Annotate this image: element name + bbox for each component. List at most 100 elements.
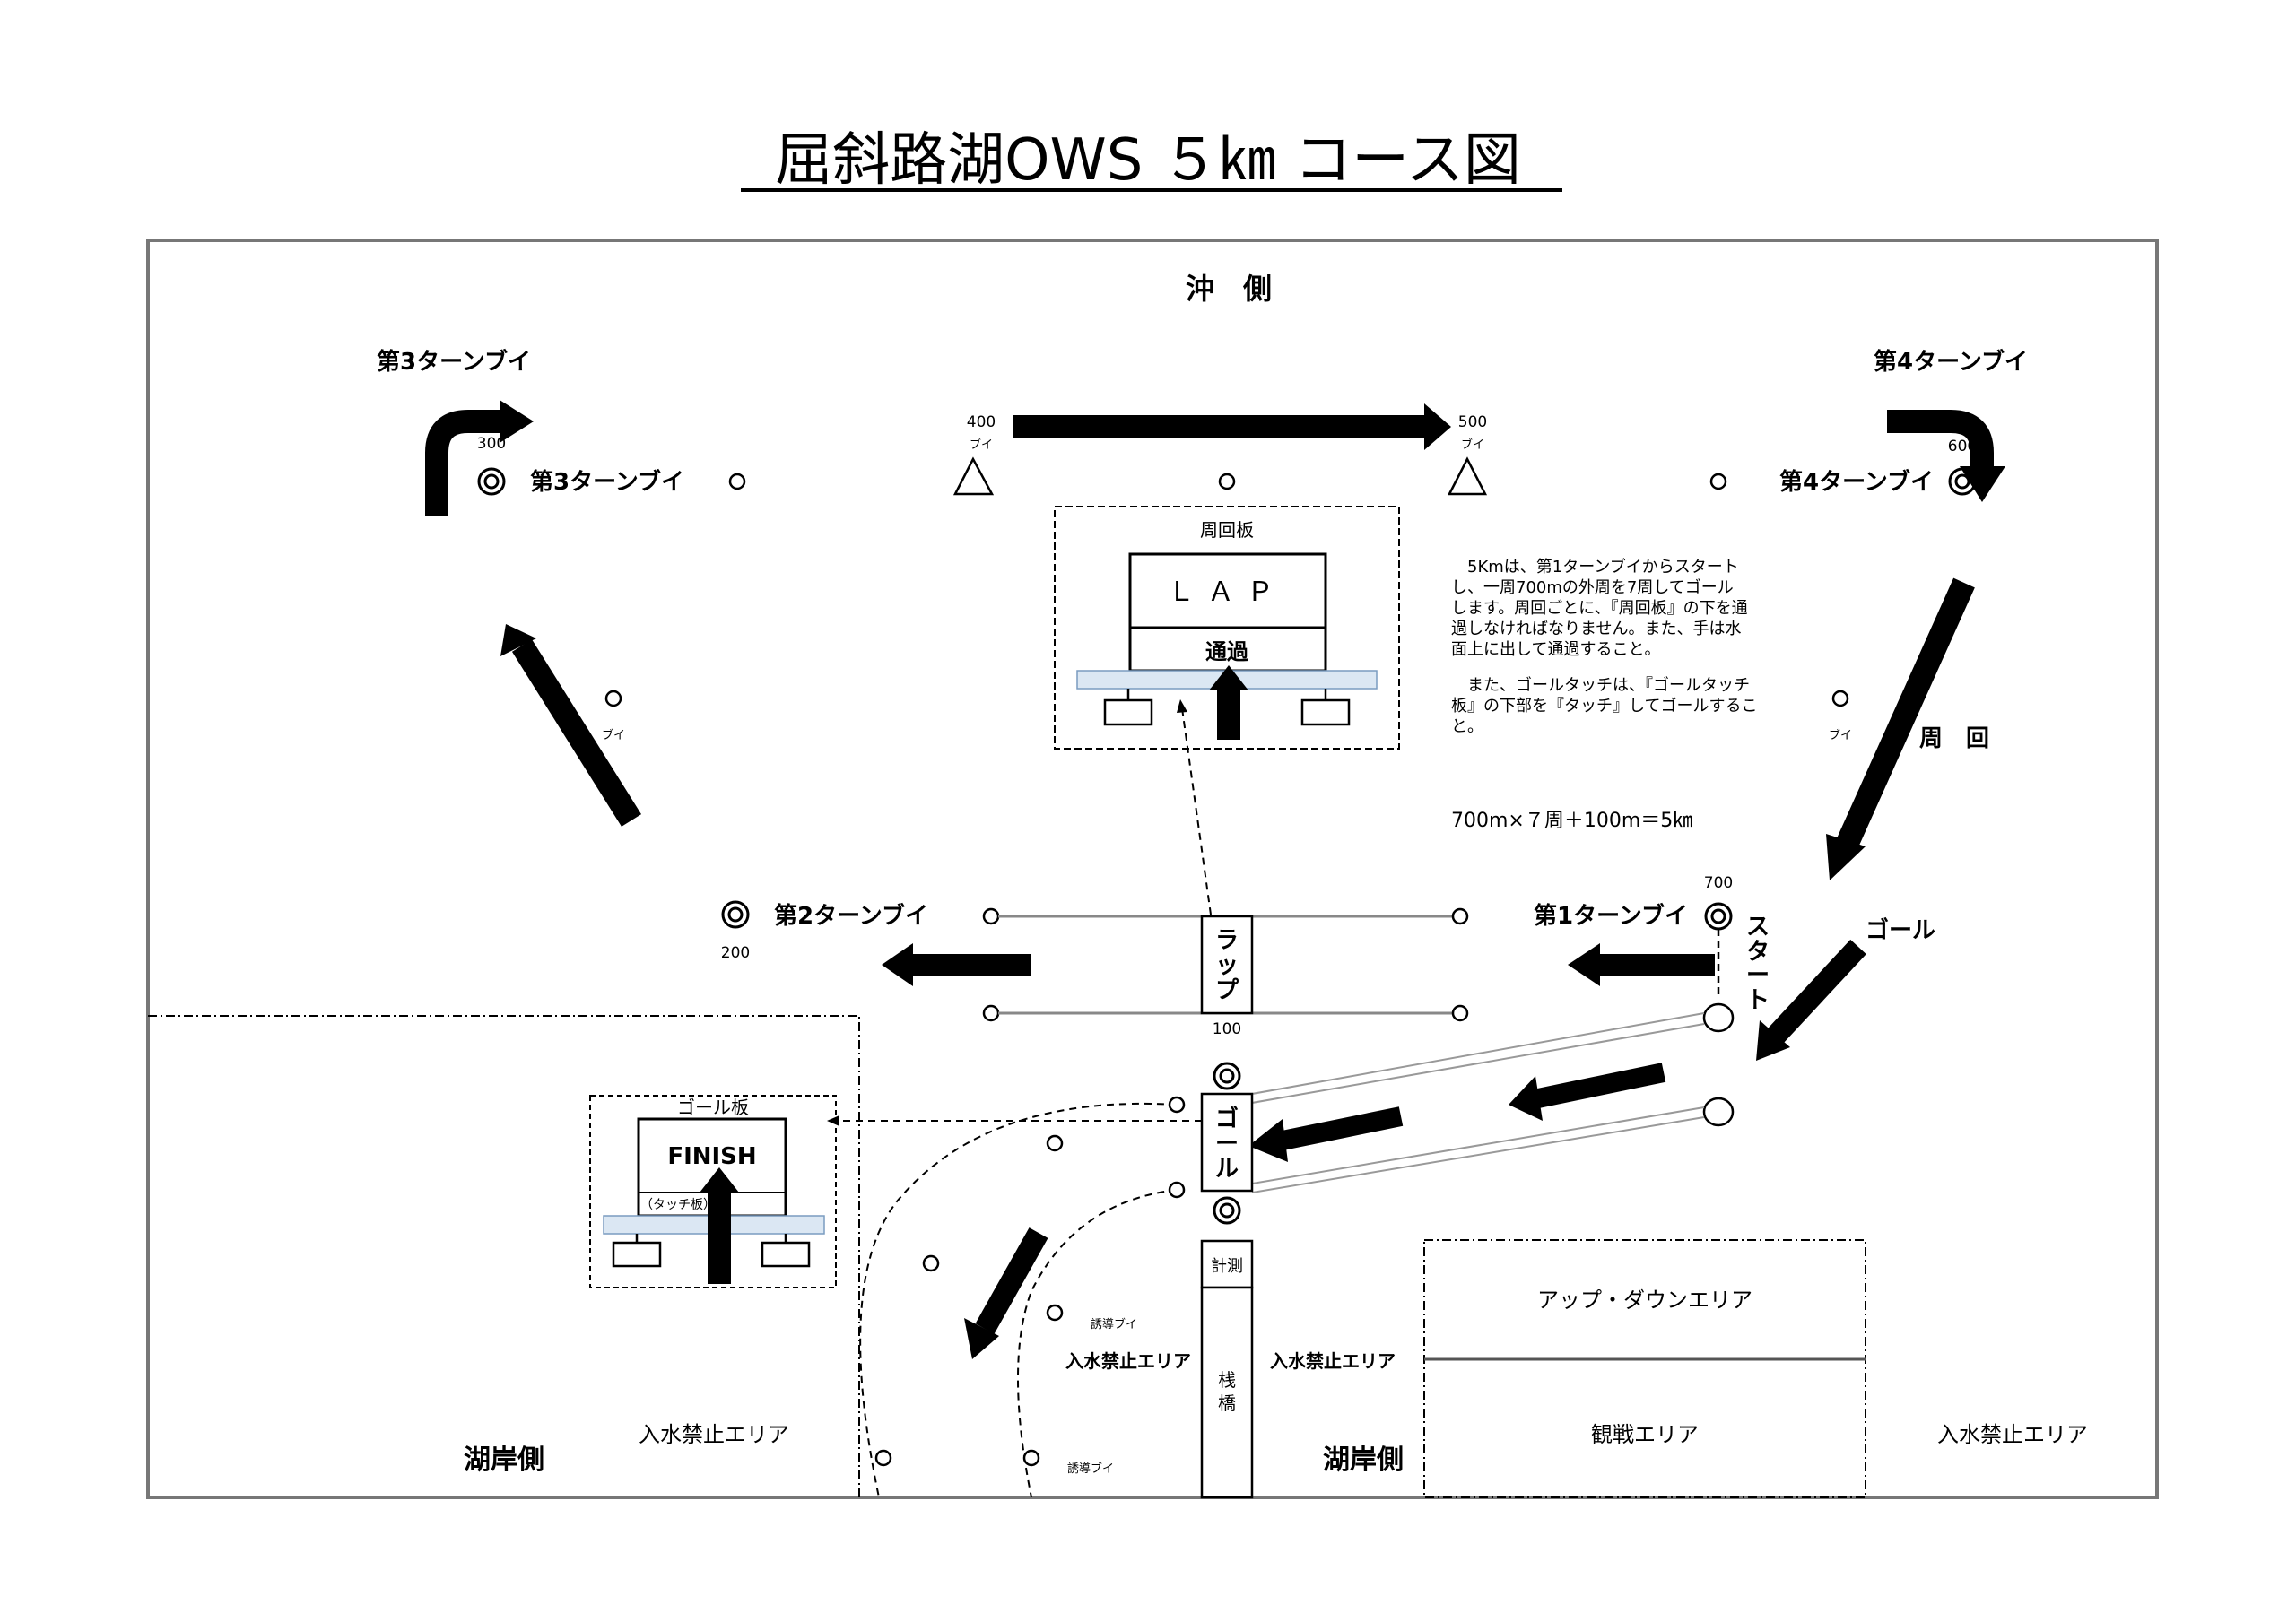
arrowhead-icon (1209, 665, 1248, 690)
goal-board-box (589, 1095, 837, 1288)
instruction-line: 板』の下部を『タッチ』してゴールするこ (1451, 697, 1757, 716)
goal-gate-char: ル (1215, 1156, 1239, 1183)
instructions: 5Kmは、第1ターンブイからスタート し、一周700mの外周を7周してゴール し… (1451, 557, 1757, 736)
turn-buoy-icon (1213, 1062, 1241, 1090)
direction-arrow (1837, 577, 1975, 848)
arrowhead-icon (882, 943, 913, 986)
instruction-line: します。周回ごとに、『周回板』の下を通 (1451, 599, 1748, 618)
guide-buoy-icon (1046, 1134, 1064, 1152)
pier-char: 桟 (1218, 1369, 1236, 1391)
timing-label: 計測 (1211, 1257, 1243, 1276)
turn-buoy-icon (1704, 902, 1733, 931)
shore-label: 湖岸側 (1323, 1444, 1404, 1476)
arrowhead-icon (1509, 1076, 1543, 1121)
distance-600: 600 (1948, 438, 1977, 455)
buoy-icon (1218, 473, 1236, 490)
no-entry-label: 入水禁止エリア (1270, 1350, 1396, 1372)
arrowhead-icon (700, 1167, 739, 1193)
svg-text:タ: タ (1746, 939, 1770, 966)
float-icon (612, 1241, 662, 1268)
goal-rope (1251, 1012, 1705, 1095)
updown-area-label: アップ・ダウンエリア (1537, 1288, 1752, 1313)
guide-buoy-icon (874, 1449, 892, 1467)
lap-board-label: ＬＡＰ (1168, 577, 1286, 608)
buoy-small-label: ブイ (1829, 728, 1852, 742)
guide-buoy-icon (1022, 1449, 1040, 1467)
no-entry-label: 入水禁止エリア (1937, 1422, 2088, 1447)
map-frame (146, 239, 2159, 1499)
no-entry-area-border (148, 1015, 860, 1497)
laps-label: 周 回 (1919, 725, 1989, 752)
svg-text:ー: ー (1746, 962, 1770, 989)
svg-text:ト: ト (1746, 987, 1770, 1014)
arrowhead-icon (1248, 1119, 1288, 1162)
guide-buoy-label: 誘導ブイ (1091, 1317, 1137, 1331)
instruction-line: 過しなければなりません。また、手は水 (1451, 620, 1741, 638)
lap-gate-char: ッ (1215, 952, 1239, 979)
arrowhead-icon (1826, 834, 1866, 880)
instruction-line: し、一周700mの外周を7周してゴール (1451, 578, 1734, 597)
buoy-icon (1709, 473, 1727, 490)
direction-arrow (1768, 939, 1866, 1044)
lap-board-header: 周回板 (1200, 519, 1254, 541)
turn4-top-label: 第4ターンブイ (1874, 348, 2028, 376)
direction-arrow (975, 1227, 1048, 1334)
turn-arrow-icon (1887, 410, 1994, 466)
buoy-small-label: ブイ (602, 728, 625, 742)
instruction-line: 面上に出して通過すること。 (1451, 640, 1660, 659)
guide-buoy-icon (1046, 1304, 1064, 1322)
formula: 700m×７周＋100m＝5㎞ (1451, 810, 1692, 832)
float-icon (1103, 698, 1153, 726)
turn-arrow-icon (425, 410, 502, 516)
float-icon (761, 1241, 811, 1268)
goal-label: ゴール (1866, 916, 1935, 944)
arrowhead-icon (1960, 466, 2005, 502)
buoy-icon (982, 1004, 1000, 1022)
offshore-label: 沖 側 (1186, 272, 1272, 306)
direction-arrow (1535, 1063, 1666, 1108)
direction-arrow (511, 639, 642, 827)
goal-board-header: ゴール板 (677, 1097, 749, 1118)
lap-board-box (1054, 506, 1400, 750)
goal-rope (1251, 1116, 1705, 1193)
lap-gate (1200, 915, 1254, 1015)
pier (1200, 1286, 1254, 1499)
direction-arrow (1280, 1106, 1404, 1150)
distance-500: 500 (1458, 413, 1487, 431)
turn-buoy-icon (477, 467, 506, 496)
buoy-icon (1451, 907, 1469, 925)
buoy-icon (1451, 1004, 1469, 1022)
lap-gate-char: プ (1215, 977, 1239, 1004)
goal-gate-char: ー (1215, 1131, 1239, 1158)
turn-buoy-icon (1213, 1196, 1241, 1225)
no-entry-label: 入水禁止エリア (639, 1422, 789, 1447)
distance-300: 300 (477, 435, 506, 453)
goal-board-touch: （タッチ板） (640, 1198, 716, 1212)
goal-rope (1251, 1106, 1705, 1184)
goal-buoy-icon (1702, 1097, 1735, 1127)
arrowhead-icon (500, 400, 534, 443)
goal-gate-char: ゴ (1215, 1105, 1239, 1132)
goal-gate (1200, 1092, 1254, 1193)
instruction-line: と。 (1451, 717, 1483, 736)
turn4-label: 第4ターンブイ (1779, 468, 1934, 496)
buoy-icon (1831, 690, 1849, 707)
lap-board-pass: 通過 (1205, 639, 1249, 664)
buoy-icon (982, 907, 1000, 925)
distance-100: 100 (1213, 1020, 1241, 1038)
guide-buoy-icon (1168, 1096, 1186, 1114)
arrowhead-icon (964, 1318, 999, 1359)
page-title: 屈斜路湖OWS ５㎞ コース図 (775, 127, 1521, 194)
turn-buoy-icon (721, 900, 750, 929)
distance-400: 400 (967, 413, 996, 431)
distance-200: 200 (721, 944, 750, 962)
guide-line (859, 1102, 1178, 1498)
dashed-path (1181, 707, 1212, 915)
turn3-top-label: 第3ターンブイ (377, 348, 531, 376)
guide-buoy-icon (922, 1254, 940, 1272)
pier-char: 橋 (1218, 1392, 1236, 1414)
lap-gate-char: ラ (1215, 927, 1239, 954)
goal-buoy-icon (1702, 1002, 1735, 1033)
arrowhead-icon (1756, 1020, 1790, 1061)
